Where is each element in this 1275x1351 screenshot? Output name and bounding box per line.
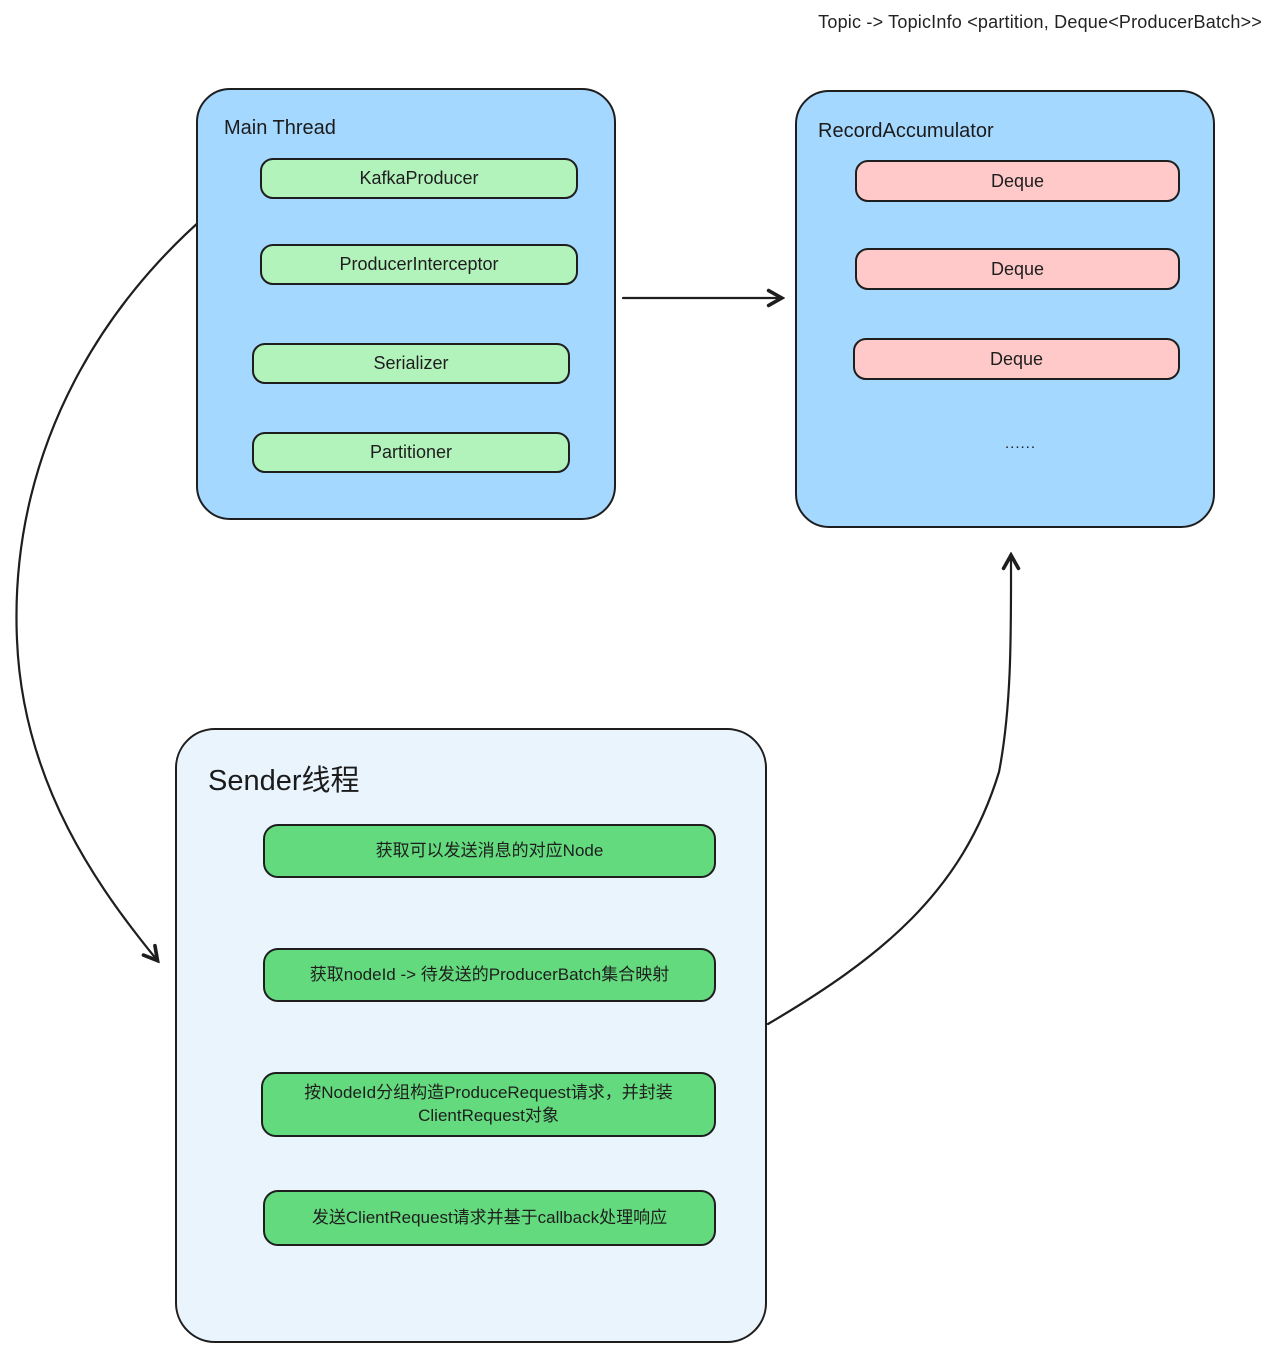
node-sender-step-4: 发送ClientRequest请求并基于callback处理响应	[263, 1190, 716, 1246]
node-serializer: Serializer	[252, 343, 570, 384]
node-kafkaproducer: KafkaProducer	[260, 158, 578, 199]
sender-thread-group: Sender线程 获取可以发送消息的对应Node 获取nodeId -> 待发送…	[175, 728, 767, 1343]
node-partitioner: Partitioner	[252, 432, 570, 473]
main-thread-group: Main Thread KafkaProducer ProducerInterc…	[196, 88, 616, 520]
topic-mapping-label: Topic -> TopicInfo <partition, Deque<Pro…	[818, 12, 1262, 32]
record-accumulator-group: RecordAccumulator Deque Deque Deque ....…	[795, 90, 1215, 528]
main-thread-title: Main Thread	[224, 117, 336, 139]
sender-thread-title: Sender线程	[208, 765, 360, 797]
node-sender-step-1: 获取可以发送消息的对应Node	[263, 824, 716, 878]
record-accumulator-title: RecordAccumulator	[818, 120, 994, 142]
deque-ellipsis: ......	[1005, 435, 1037, 452]
node-producerinterceptor: ProducerInterceptor	[260, 244, 578, 285]
node-sender-step-3: 按NodeId分组构造ProduceRequest请求，并封装ClientReq…	[261, 1072, 716, 1137]
node-deque-2: Deque	[855, 248, 1180, 290]
node-deque-1: Deque	[855, 160, 1180, 202]
node-sender-step-2: 获取nodeId -> 待发送的ProducerBatch集合映射	[263, 948, 716, 1002]
arrow-sender-to-recordaccumulator	[766, 556, 1011, 1026]
node-deque-3: Deque	[853, 338, 1180, 380]
